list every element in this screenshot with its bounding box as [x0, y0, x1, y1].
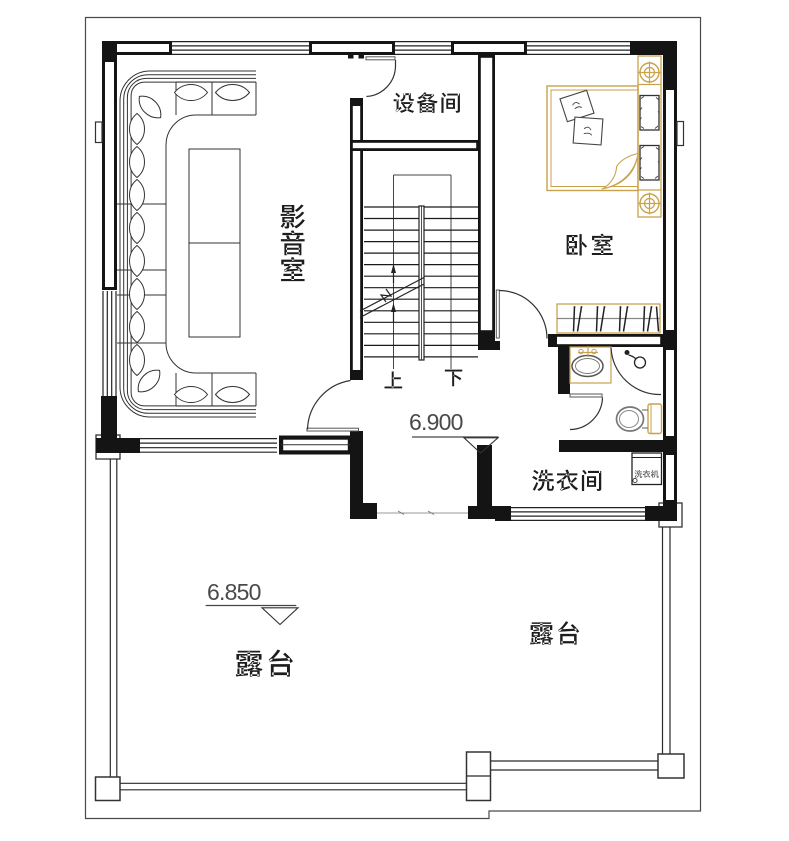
svg-text:6.850: 6.850: [207, 579, 261, 605]
svg-text:6.900: 6.900: [409, 409, 463, 435]
